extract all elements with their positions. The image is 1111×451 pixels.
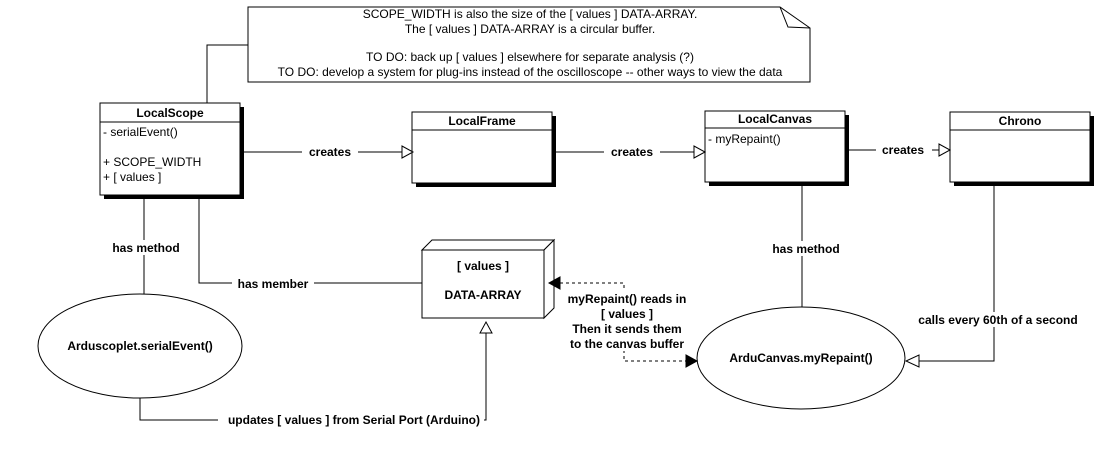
edge-label-updates: updates [ values ] from Serial Port (Ard… [228, 413, 480, 427]
class-title: LocalFrame [448, 114, 516, 128]
data-array-node: [ values ] DATA-ARRAY [420, 238, 556, 320]
data-array-line-2: DATA-ARRAY [444, 288, 521, 302]
note-line-2: The [ values ] DATA-ARRAY is a circular … [405, 22, 655, 36]
edge-label-calls: calls every 60th of a second [918, 313, 1077, 327]
ellipse-label: ArduCanvas.myRepaint() [729, 351, 872, 365]
arrow-head [938, 143, 952, 157]
class-local-canvas: LocalCanvas - myRepaint() [704, 110, 849, 186]
ellipse-serial-event: Arduscoplet.serialEvent() [37, 293, 243, 399]
edge-reads-bottom [623, 350, 686, 362]
edge-label-has-method-1: has method [112, 241, 179, 255]
class-member: + [ values ] [103, 170, 161, 184]
note-fold [779, 6, 811, 29]
edge-label-reads-2: [ values ] [601, 307, 653, 321]
edge-label-has-member: has member [238, 277, 309, 291]
note-anchor-line [206, 44, 248, 103]
arrow-head [479, 320, 493, 334]
note-line-5: TO DO: develop a system for plug-ins ins… [278, 65, 783, 79]
note-line-4: TO DO: back up [ values ] elsewhere for … [366, 50, 694, 64]
arrow-head [685, 354, 699, 368]
class-title: LocalCanvas [738, 112, 812, 126]
arrow-head [904, 354, 920, 368]
edge-label-reads-3: Then it sends them [572, 322, 681, 336]
class-local-scope: LocalScope - serialEvent() + SCOPE_WIDTH… [99, 102, 244, 199]
edge-label-creates-3: creates [882, 143, 924, 157]
arrow-head [547, 276, 561, 290]
edge-calls [919, 186, 995, 362]
class-member: - myRepaint() [708, 132, 781, 146]
edge-label-creates-1: creates [309, 145, 351, 159]
ellipse-label: Arduscoplet.serialEvent() [67, 339, 212, 353]
note-line-1: SCOPE_WIDTH is also the size of the [ va… [363, 7, 698, 21]
arrow-head [693, 145, 707, 159]
edge-label-reads-1: myRepaint() reads in [568, 292, 687, 306]
edge-label-creates-2: creates [611, 145, 653, 159]
data-array-line-1: [ values ] [457, 259, 509, 273]
class-title: LocalScope [136, 106, 204, 120]
edge-has-member [198, 199, 422, 284]
note: SCOPE_WIDTH is also the size of the [ va… [247, 6, 811, 83]
class-chrono: Chrono [949, 111, 1094, 186]
arrow-head [401, 145, 415, 159]
ellipse-my-repaint: ArduCanvas.myRepaint() [696, 306, 906, 410]
class-title: Chrono [999, 114, 1042, 128]
class-member: + SCOPE_WIDTH [103, 155, 201, 169]
class-local-frame: LocalFrame [411, 111, 556, 187]
edge-label-has-method-2: has method [772, 242, 839, 256]
note-body [247, 6, 811, 83]
class-member: - serialEvent() [103, 125, 178, 139]
edge-label-reads-4: to the canvas buffer [570, 337, 684, 351]
